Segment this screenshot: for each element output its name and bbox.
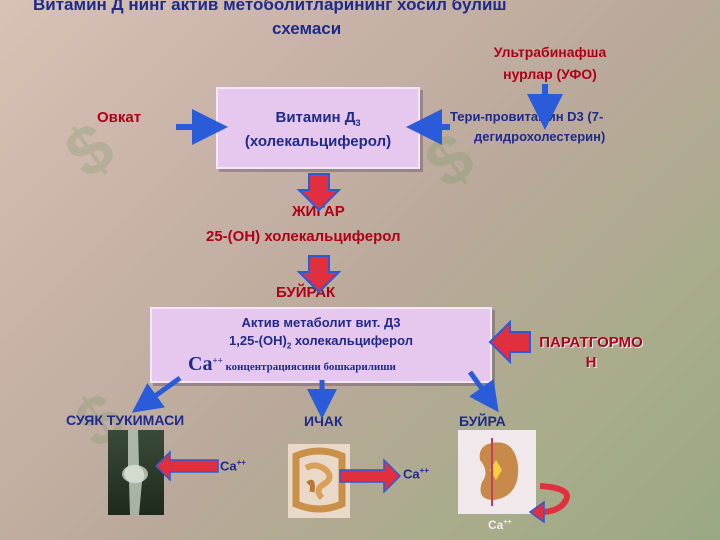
active-metabolite-name: холекальциферол	[291, 333, 413, 348]
to-bone-arrow	[131, 375, 182, 413]
active-metabolite-box: Актив метаболит вит. Д3 1,25-(ОН)2 холек…	[150, 307, 492, 383]
vitamin-d3-box: Витамин Д3 (холекальциферол)	[216, 87, 420, 169]
kidney-reabsorption-arrow	[539, 483, 570, 515]
skin-provitamin-line2: дегидрохолестерин)	[474, 129, 606, 144]
skin-provitamin-line1: Тери-провитамин D3 (7-	[450, 109, 604, 124]
vitamin-d3-label: Витамин Д	[275, 109, 356, 126]
uv-label-line2: нурлар (УФО)	[503, 66, 597, 82]
title-line2: схемаси	[272, 19, 342, 38]
parathormone-arrow	[488, 319, 531, 365]
liver-arrow	[296, 173, 342, 212]
calcium-regulation-text: концентрациясини бошкарилиши	[222, 361, 396, 373]
intestine-calcium-label: Ca	[403, 466, 420, 482]
intestine-calcium-arrow	[339, 458, 402, 494]
kidney-image	[458, 430, 536, 514]
uv-label-line1: Ультрабинафша	[493, 44, 607, 60]
to-kidney-arrow	[467, 370, 499, 413]
calcium-symbol: Ca	[188, 353, 213, 375]
parathormone-line1: ПАРАТГОРМО	[539, 334, 643, 351]
kidney-calcium-charge: ++	[503, 519, 512, 526]
bone-xray-image	[108, 430, 164, 515]
kidney-step-arrow	[296, 255, 342, 294]
food-label: Овкат	[97, 109, 142, 126]
calcium-charge: ++	[212, 355, 223, 366]
intestine-calcium-charge: ++	[419, 466, 429, 475]
vitamin-d3-subscript: 3	[355, 118, 361, 128]
bone-calcium-charge: ++	[236, 458, 246, 467]
active-metabolite-subscript: 2	[286, 341, 292, 351]
bone-tissue-label: СУЯК ТУКИМАСИ	[66, 412, 185, 428]
parathormone-line2: Н	[585, 354, 597, 371]
active-metabolite-line1: Актив метаболит вит. Д3	[241, 315, 401, 330]
kidney-label-line1: БУЙРА	[459, 413, 506, 429]
bone-calcium-arrow	[154, 450, 219, 482]
vitamin-d3-name: (холекальциферол)	[244, 133, 392, 150]
liver-label: ЖИГАР	[292, 203, 345, 220]
kidney-reabsorption-arrowhead	[528, 500, 545, 524]
title-line1: Витамин Д нинг актив метоболитларининг х…	[33, 0, 507, 14]
liver-product: 25-(ОН) холекальциферол	[206, 228, 401, 245]
bone-calcium-label: Ca	[220, 458, 237, 474]
kidney-calcium-label: Ca	[488, 518, 504, 532]
active-metabolite-formula: 1,25-(ОН)	[229, 333, 287, 348]
